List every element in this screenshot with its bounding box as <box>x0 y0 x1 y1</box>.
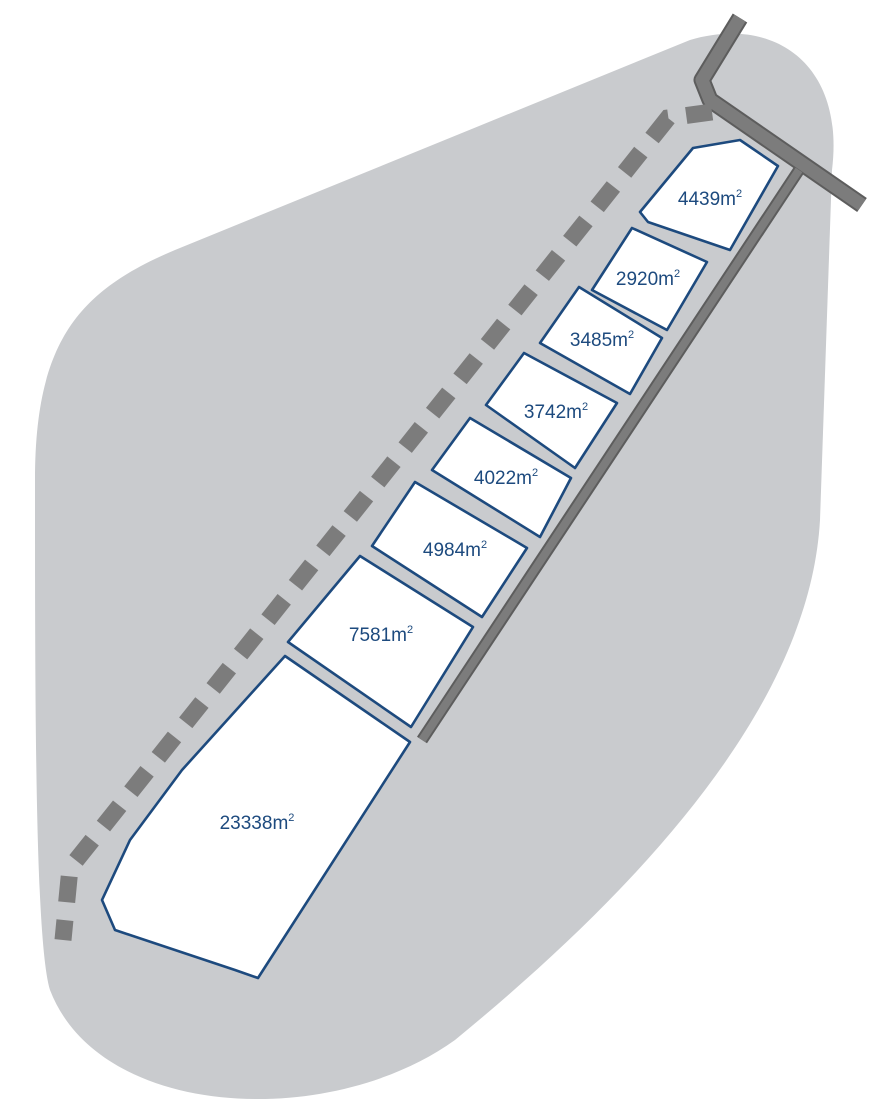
lot-8-label: 23338m2 <box>220 812 295 834</box>
area-unit: m <box>391 625 407 646</box>
area-unit: m <box>516 468 532 489</box>
area-unit: m <box>566 402 582 423</box>
site-boundary-dashed <box>54 103 714 941</box>
lot-1[interactable]: 4439m2 <box>638 138 780 252</box>
lot-2-label: 2920m2 <box>616 268 680 290</box>
area-unit: m <box>658 269 674 290</box>
area-unit: m <box>720 189 736 210</box>
area-unit: m <box>612 330 628 351</box>
lot-8[interactable]: 23338m2 <box>100 654 412 980</box>
lot-2[interactable]: 2920m2 <box>590 226 709 332</box>
area-unit: m <box>272 813 288 834</box>
lot-3-label: 3485m2 <box>570 329 634 351</box>
lot-5-label: 4022m2 <box>474 467 538 489</box>
lot-4-label: 3742m2 <box>524 401 588 423</box>
area-unit: m <box>465 540 481 561</box>
lot-4[interactable]: 3742m2 <box>484 351 619 470</box>
lot-3[interactable]: 3485m2 <box>538 285 664 396</box>
lot-1-label: 4439m2 <box>678 188 742 210</box>
access-road <box>416 13 867 744</box>
lot-6-label: 4984m2 <box>423 539 487 561</box>
lot-5[interactable]: 4022m2 <box>430 416 573 539</box>
lot-7[interactable]: 7581m2 <box>286 554 475 729</box>
lot-7-label: 7581m2 <box>349 624 413 646</box>
lot-6[interactable]: 4984m2 <box>370 480 529 619</box>
